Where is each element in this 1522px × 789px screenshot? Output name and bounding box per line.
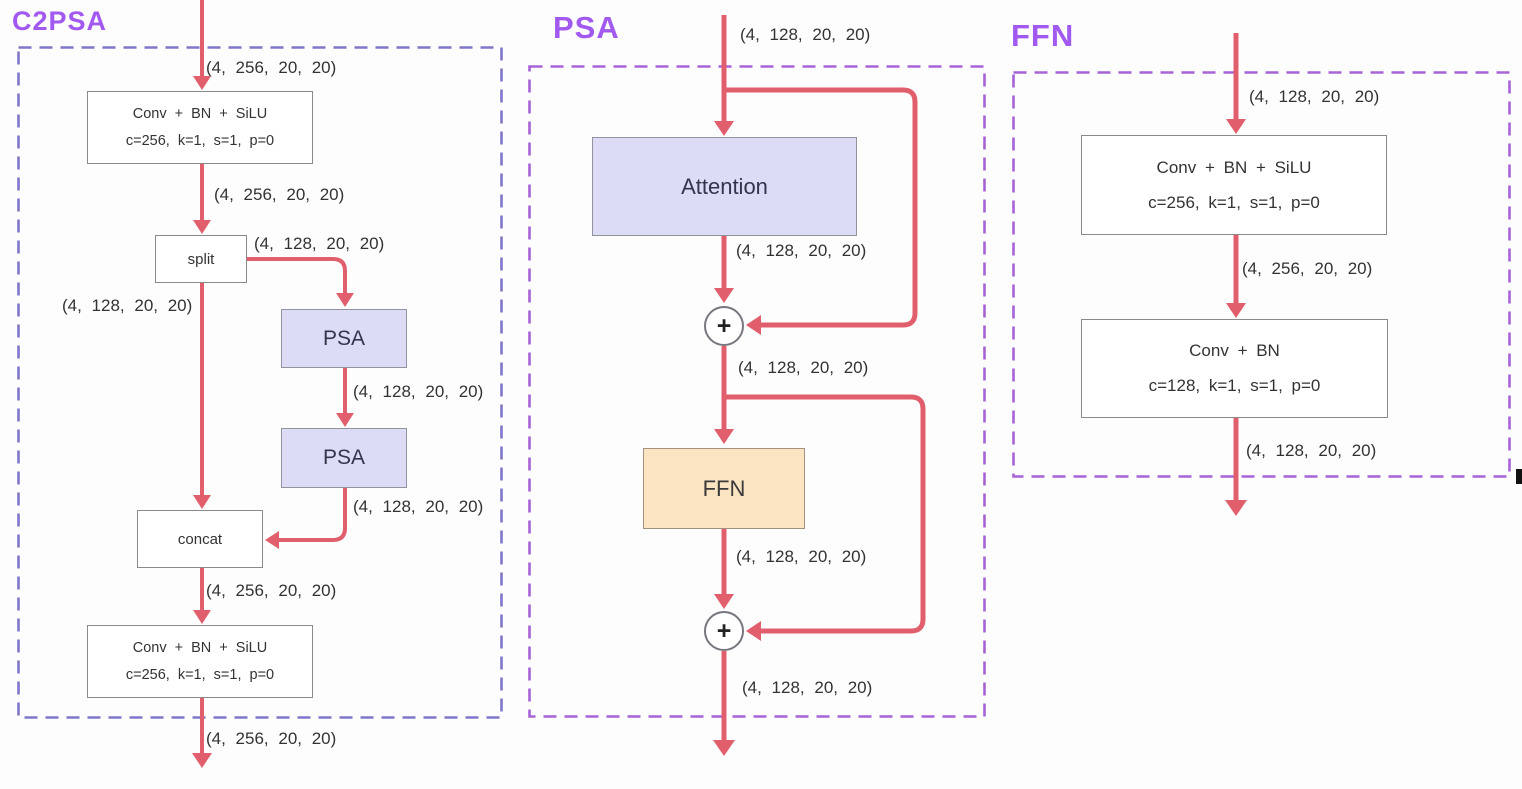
c2psa-psa1-box: PSA bbox=[281, 309, 407, 368]
plus-icon: + bbox=[716, 311, 732, 340]
cursor-artifact bbox=[1516, 469, 1522, 484]
c2psa-dashed-border bbox=[17, 46, 503, 719]
plus-icon: + bbox=[716, 616, 732, 645]
tensor-shape-label: (4, 256, 20, 20) bbox=[206, 581, 337, 600]
tensor-shape-label: (4, 128, 20, 20) bbox=[353, 382, 484, 401]
tensor-shape-label: (4, 256, 20, 20) bbox=[206, 729, 337, 748]
c2psa-title: C2PSA bbox=[12, 6, 108, 36]
attention-box-label: Attention bbox=[681, 173, 768, 199]
tensor-shape-label: (4, 128, 20, 20) bbox=[740, 25, 871, 44]
psa-dashed-border bbox=[528, 65, 986, 718]
c2psa-psa2-box: PSA bbox=[281, 428, 407, 488]
c2psa-conv-bn-silu-bottom-box: Conv + BN + SiLU c=256, k=1, s=1, p=0 bbox=[87, 625, 313, 698]
split-box-label: split bbox=[187, 250, 215, 268]
c2psa-concat-box: concat bbox=[137, 510, 263, 568]
tensor-shape-label: (4, 256, 20, 20) bbox=[1242, 259, 1373, 278]
c2psa-split-box: split bbox=[155, 235, 247, 283]
ffn-box-label: FFN bbox=[702, 475, 746, 501]
conv-box-params: c=128, k=1, s=1, p=0 bbox=[1148, 376, 1321, 395]
psa-add-node-1: + bbox=[704, 306, 744, 346]
tensor-shape-label: (4, 256, 20, 20) bbox=[206, 58, 337, 77]
tensor-shape-label: (4, 128, 20, 20) bbox=[736, 547, 867, 566]
ffn-dashed-border bbox=[1012, 71, 1511, 478]
conv-box-title: Conv + BN + SiLU bbox=[1156, 157, 1312, 177]
tensor-shape-label: (4, 128, 20, 20) bbox=[1246, 441, 1377, 460]
conv-box-params: c=256, k=1, s=1, p=0 bbox=[125, 667, 275, 683]
conv-box-params: c=256, k=1, s=1, p=0 bbox=[1148, 192, 1320, 212]
psa2-box-label: PSA bbox=[322, 446, 366, 469]
psa-title: PSA bbox=[553, 10, 620, 45]
tensor-shape-label: (4, 128, 20, 20) bbox=[62, 296, 193, 315]
tensor-shape-label: (4, 128, 20, 20) bbox=[742, 678, 873, 697]
conv-box-title: Conv + BN + SiLU bbox=[132, 640, 268, 656]
c2psa-conv-bn-silu-top-box: Conv + BN + SiLU c=256, k=1, s=1, p=0 bbox=[87, 91, 313, 164]
ffn-conv-bn-silu-box: Conv + BN + SiLU c=256, k=1, s=1, p=0 bbox=[1081, 135, 1387, 235]
tensor-shape-label: (4, 256, 20, 20) bbox=[214, 185, 345, 204]
tensor-shape-label: (4, 128, 20, 20) bbox=[738, 358, 869, 377]
conv-box-title: Conv + BN bbox=[1189, 341, 1280, 360]
tensor-shape-label: (4, 128, 20, 20) bbox=[254, 234, 385, 253]
conv-box-params: c=256, k=1, s=1, p=0 bbox=[125, 133, 275, 149]
ffn-conv-bn-box: Conv + BN c=128, k=1, s=1, p=0 bbox=[1081, 319, 1388, 418]
tensor-shape-label: (4, 128, 20, 20) bbox=[353, 497, 484, 516]
tensor-shape-label: (4, 128, 20, 20) bbox=[1249, 87, 1380, 106]
concat-box-label: concat bbox=[177, 530, 223, 548]
tensor-shape-label: (4, 128, 20, 20) bbox=[736, 241, 867, 260]
psa-ffn-box: FFN bbox=[643, 448, 805, 529]
conv-box-title: Conv + BN + SiLU bbox=[132, 106, 268, 122]
psa1-box-label: PSA bbox=[322, 326, 366, 350]
psa-attention-box: Attention bbox=[592, 137, 857, 236]
psa-add-node-2: + bbox=[704, 611, 744, 651]
ffn-title: FFN bbox=[1011, 18, 1075, 53]
